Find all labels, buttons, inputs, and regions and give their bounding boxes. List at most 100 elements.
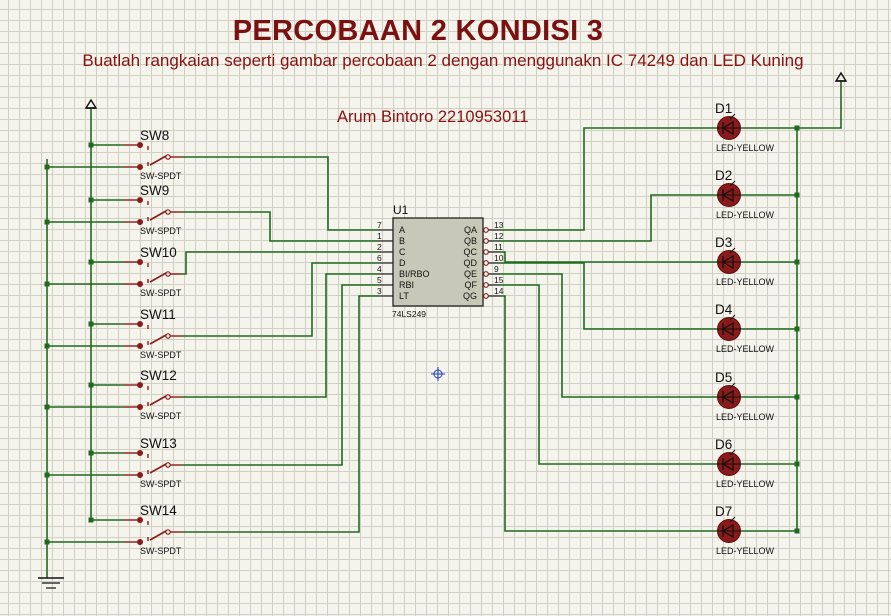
switch-type-sw13: SW-SPDT (140, 479, 182, 489)
led-type-d6: LED-YELLOW (716, 479, 775, 489)
switch-sw13 (124, 450, 182, 478)
ic-pin-name: B (399, 236, 405, 246)
switches (124, 142, 182, 545)
ic-output-bubble (483, 260, 489, 266)
switch-to-ic-wire (182, 251, 378, 275)
led-type-d2: LED-YELLOW (716, 210, 775, 220)
ic-output-bubble (483, 249, 489, 255)
switch-contact (137, 219, 143, 225)
led-type-d7: LED-YELLOW (716, 546, 775, 556)
ic-pin-number: 14 (494, 286, 504, 296)
switch-ref-sw13: SW13 (140, 436, 177, 451)
ic-pin-number: 2 (377, 242, 382, 252)
junction-dot (794, 461, 800, 467)
junction-dot (88, 382, 94, 388)
led-emit-arrow (729, 180, 736, 187)
ic-pin-number: 4 (377, 264, 382, 274)
power-terminal-left (84, 98, 98, 109)
junction-dot (88, 517, 94, 523)
junction-dot (88, 450, 94, 456)
ic-pin-number: 15 (494, 275, 504, 285)
switch-pivot (165, 529, 171, 535)
switch-contact (137, 343, 143, 349)
switch-sw8 (124, 142, 182, 170)
power-terminal-right (834, 71, 848, 82)
junction-dot (44, 281, 50, 287)
led-d6 (717, 449, 742, 476)
switch-lever (149, 530, 167, 541)
switch-type-sw9: SW-SPDT (140, 226, 182, 236)
switch-contact (137, 382, 143, 388)
switch-ref-sw9: SW9 (140, 183, 169, 198)
junction-dot (794, 326, 800, 332)
ic-pin-name: C (399, 247, 406, 257)
leds (717, 113, 742, 543)
led-ref-d1: D1 (715, 101, 732, 116)
switch-contact (137, 281, 143, 287)
switch-sw11 (124, 321, 182, 349)
ic-ref-label: U1 (393, 203, 409, 217)
switch-ref-sw11: SW11 (140, 307, 176, 322)
led-type-d3: LED-YELLOW (716, 277, 775, 287)
ic-pin-number: 1 (377, 231, 382, 241)
led-d5 (717, 382, 742, 409)
ic-type-label: 74LS249 (392, 309, 426, 319)
switch-contact (137, 450, 143, 456)
switch-type-sw14: SW-SPDT (140, 546, 182, 556)
led-type-d5: LED-YELLOW (716, 412, 775, 422)
switch-contact (137, 259, 143, 265)
led-emit-arrow (729, 449, 736, 456)
led-d4 (717, 314, 742, 341)
ic-pin-name: RBI (399, 280, 414, 290)
led-d7 (717, 516, 742, 543)
ic-pin-name: A (399, 225, 405, 235)
ic-output-bubble (483, 282, 489, 288)
led-emit-arrow (729, 382, 736, 389)
ic-pin-name: D (399, 258, 406, 268)
power-terminal-icon (84, 98, 98, 109)
switch-contact (137, 404, 143, 410)
ic-pin-number: 13 (494, 220, 504, 230)
ic-pin-number: 5 (377, 275, 382, 285)
junction-dot (44, 404, 50, 410)
led-type-d4: LED-YELLOW (716, 344, 775, 354)
switch-type-sw12: SW-SPDT (140, 411, 182, 421)
junction-dot (88, 197, 94, 203)
switch-pivot (165, 271, 171, 277)
switch-lever (149, 334, 167, 345)
ic-pin-name: QF (465, 280, 478, 290)
ic-pin-number: 9 (494, 264, 499, 274)
schematic-title: PERCOBAAN 2 KONDISI 3 (232, 15, 604, 47)
switch-to-ic-wire (182, 262, 378, 337)
switch-ref-sw12: SW12 (140, 368, 177, 383)
ic-pin-name: QB (464, 236, 477, 246)
led-emit-arrow (729, 516, 736, 523)
switch-contact (137, 517, 143, 523)
schematic-subtitle: Buatlah rangkaian seperti gambar percoba… (82, 51, 804, 70)
led-d3 (717, 247, 742, 274)
switch-contact (137, 321, 143, 327)
junction-dot (44, 539, 50, 545)
switch-type-sw8: SW-SPDT (140, 171, 182, 181)
ic-body (392, 217, 484, 307)
right-power-wire (797, 81, 842, 129)
ic-pin-name: LT (399, 291, 409, 301)
labels: SW8SW-SPDTSW9SW-SPDTSW10SW-SPDTSW11SW-SP… (140, 101, 775, 556)
led-d2 (717, 180, 742, 207)
led-type-d1: LED-YELLOW (716, 143, 775, 153)
led-emit-arrow (729, 113, 736, 120)
led-ref-d7: D7 (715, 504, 732, 519)
ic-pin-name: QA (464, 225, 477, 235)
ic-pin-name: QD (464, 258, 478, 268)
switch-lever (149, 272, 167, 283)
switch-contact (137, 164, 143, 170)
ic-to-led-wire (500, 251, 717, 263)
switch-lever (149, 210, 167, 221)
switch-lever (149, 463, 167, 474)
ic-pin-number: 7 (377, 220, 382, 230)
power-terminal-icon (834, 71, 848, 82)
switch-contact (137, 197, 143, 203)
switch-ref-sw10: SW10 (140, 245, 177, 260)
switch-contact (137, 472, 143, 478)
